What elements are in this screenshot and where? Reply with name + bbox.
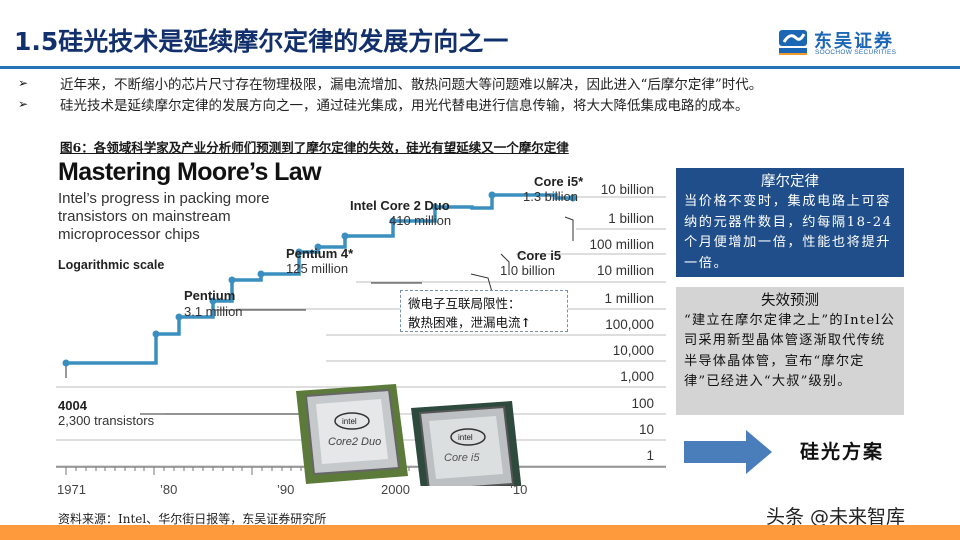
svg-text:Core2 Duo: Core2 Duo bbox=[328, 436, 381, 448]
y-tick-label: 1,000 bbox=[620, 369, 654, 384]
chart-title: Mastering Moore’s Law bbox=[58, 158, 322, 186]
bullet-item: ➢ 近年来，不断缩小的芯片尺寸存在物理极限，漏电流增加、散热问题大等问题难以解决… bbox=[18, 72, 762, 93]
up-arrow-icon: ↑ bbox=[520, 315, 531, 330]
core2duo-chip-image: intel Core2 Duo bbox=[296, 384, 408, 484]
moores-law-chart: intel Core2 Duo intel Core i5 Mastering … bbox=[56, 156, 666, 497]
interconnect-limitation-note: 微电子互联局限性： 散热困难，泄漏电流↑ bbox=[400, 290, 568, 332]
subtitle-line: Intel’s progress in packing more bbox=[58, 190, 270, 207]
right-arrow-icon bbox=[684, 430, 772, 474]
y-tick-label: 100,000 bbox=[605, 317, 654, 332]
y-tick-label: 10 bbox=[638, 422, 654, 437]
logo-english-name: SOOCHOW SECURITIES bbox=[815, 49, 897, 56]
failure-body: “建立在摩尔定律之上”的Intel公司采用新型晶体管逐渐取代传统半导体晶体管，宣… bbox=[684, 313, 896, 389]
figure-caption: 图6：各领域科学家及产业分析师们预测到了摩尔定律的失效，硅光有望延续又一个摩尔定… bbox=[60, 140, 569, 155]
x-tick-label: ’90 bbox=[277, 482, 295, 497]
logo-chinese-name: 东吴证券 bbox=[814, 31, 894, 52]
annotation-name: Intel Core 2 Duo bbox=[350, 198, 450, 213]
limit-line-2-text: 散热困难，泄漏电流 bbox=[408, 315, 521, 330]
subtitle-line: transistors on mainstream bbox=[58, 208, 231, 225]
failure-prediction-box: 失效预测 “建立在摩尔定律之上”的Intel公司采用新型晶体管逐渐取代传统半导体… bbox=[676, 287, 904, 415]
x-tick-label: 1971 bbox=[57, 482, 86, 497]
x-tick-label: 2000 bbox=[381, 482, 410, 497]
y-tick-label: 10 billion bbox=[600, 182, 654, 197]
svg-text:intel: intel bbox=[458, 433, 473, 442]
y-tick-label: 10,000 bbox=[612, 343, 654, 358]
annotation-value: 3.1 million bbox=[184, 304, 243, 319]
header-divider bbox=[0, 66, 960, 69]
company-logo: 东吴证券 SOOCHOW SECURITIES bbox=[778, 30, 958, 56]
annotation-name: Core i5 bbox=[517, 248, 562, 263]
annotation-name: 4004 bbox=[58, 398, 87, 413]
page-title: 1.5硅光技术是延续摩尔定律的发展方向之一 bbox=[14, 27, 509, 56]
limit-line-1: 微电子互联局限性： bbox=[408, 296, 521, 311]
corei5-chip-image: intel Core i5 bbox=[411, 401, 522, 486]
arrow-bullet-icon: ➢ bbox=[18, 96, 29, 111]
bullet-list: ➢ 近年来，不断缩小的芯片尺寸存在物理极限，漏电流增加、散热问题大等问题难以解决… bbox=[18, 72, 762, 114]
annotation-value: 1.3 billion bbox=[523, 189, 578, 204]
moores-law-heading: 摩尔定律 bbox=[761, 174, 819, 190]
annotation-name: Core i5* bbox=[534, 174, 584, 189]
failure-heading: 失效预测 bbox=[761, 293, 819, 309]
chart-plot: intel Core2 Duo intel Core i5 bbox=[56, 191, 666, 486]
y-tick-label: 1 billion bbox=[608, 211, 654, 226]
watermark: 头条 @未来智库 bbox=[766, 506, 906, 528]
y-tick-label: 100 million bbox=[589, 237, 654, 252]
svg-text:Core i5: Core i5 bbox=[444, 452, 480, 464]
svg-text:intel: intel bbox=[342, 417, 357, 426]
scale-note: Logarithmic scale bbox=[58, 258, 165, 272]
x-tick-label: ’10 bbox=[510, 482, 528, 497]
limit-line-2: 散热困难，泄漏电流↑ bbox=[408, 313, 567, 332]
annotation-value: 2,300 transistors bbox=[58, 413, 155, 428]
annotation-value: 125 million bbox=[286, 261, 349, 276]
silicon-photonics-solution-label: 硅光方案 bbox=[800, 441, 885, 463]
arrow-bullet-icon: ➢ bbox=[18, 75, 29, 90]
soochow-logo-icon bbox=[779, 30, 807, 55]
annotation-value: 1.0 billion bbox=[500, 263, 555, 278]
y-tick-label: 1 million bbox=[604, 291, 654, 306]
chart-subtitle: Intel’s progress in packing more transis… bbox=[58, 190, 270, 244]
x-tick-label: ’80 bbox=[160, 482, 178, 497]
subtitle-line: microprocessor chips bbox=[58, 226, 200, 243]
annotation-value: 410 million bbox=[389, 213, 452, 228]
footer-bar bbox=[0, 525, 960, 540]
moores-law-body: 当价格不变时，集成电路上可容纳的元器件数目，约每隔18-24个月便增加一倍，性能… bbox=[684, 194, 893, 271]
annotation-name: Pentium 4* bbox=[286, 246, 354, 261]
y-tick-label: 10 million bbox=[596, 263, 654, 278]
annotation-name: Pentium bbox=[184, 288, 236, 303]
y-tick-label: 100 bbox=[631, 396, 654, 411]
bullet-text: 近年来，不断缩小的芯片尺寸存在物理极限，漏电流增加、散热问题大等问题难以解决，因… bbox=[60, 76, 763, 93]
moores-law-definition-box: 摩尔定律 当价格不变时，集成电路上可容纳的元器件数目，约每隔18-24个月便增加… bbox=[676, 168, 904, 277]
source-note: 资料来源：Intel、华尔街日报等，东吴证券研究所 bbox=[58, 512, 327, 526]
bullet-item: ➢ 硅光技术是延续摩尔定律的发展方向之一，通过硅光集成，用光代替电进行信息传输，… bbox=[18, 93, 762, 114]
bullet-text: 硅光技术是延续摩尔定律的发展方向之一，通过硅光集成，用光代替电进行信息传输，将大… bbox=[60, 97, 749, 114]
y-tick-label: 1 bbox=[646, 448, 654, 463]
